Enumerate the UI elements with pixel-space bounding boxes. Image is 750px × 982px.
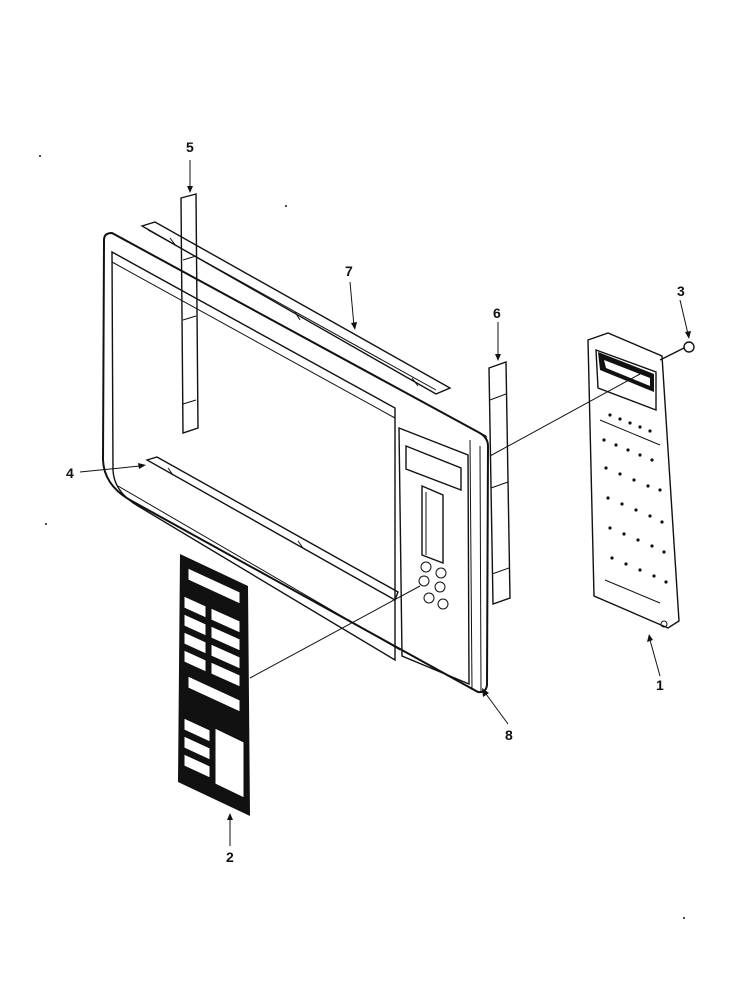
callout-6: 6 xyxy=(493,305,501,321)
part-5-left-bracket xyxy=(180,193,199,434)
callout-3: 3 xyxy=(677,283,685,299)
callout-8: 8 xyxy=(505,727,513,743)
callout-2: 2 xyxy=(226,849,234,865)
part-1-circuit-board xyxy=(587,332,680,629)
callout-4: 4 xyxy=(66,465,74,481)
callout-1: 1 xyxy=(656,677,664,693)
part-3-screw xyxy=(659,341,695,361)
leader-8 xyxy=(485,693,509,725)
overlay-to-panel-line xyxy=(249,585,421,679)
part-6-right-bracket xyxy=(488,361,511,605)
arrow-6 xyxy=(495,354,501,361)
leader-1 xyxy=(649,639,661,677)
arrow-8 xyxy=(482,688,489,697)
part-7-top-strip xyxy=(140,221,452,395)
arrow-1 xyxy=(647,634,653,642)
arrow-3 xyxy=(685,331,691,339)
part-2-keypad-overlay xyxy=(178,554,250,816)
leader-4 xyxy=(79,465,141,473)
part-8-front-frame xyxy=(101,231,490,694)
arrow-5 xyxy=(187,186,193,193)
arrow-4 xyxy=(138,463,146,469)
arrow-2 xyxy=(227,813,233,820)
board-to-frame-line xyxy=(489,373,641,457)
scan-specks xyxy=(39,155,685,919)
leader-lines xyxy=(79,160,691,846)
leader-3 xyxy=(679,299,689,335)
leader-7 xyxy=(349,281,355,327)
callout-7: 7 xyxy=(345,263,353,279)
part-4-bottom-strip xyxy=(145,456,399,602)
callout-labels: 5 7 6 3 4 1 8 2 xyxy=(66,139,685,865)
arrow-7 xyxy=(351,322,357,330)
callout-5: 5 xyxy=(186,139,194,155)
